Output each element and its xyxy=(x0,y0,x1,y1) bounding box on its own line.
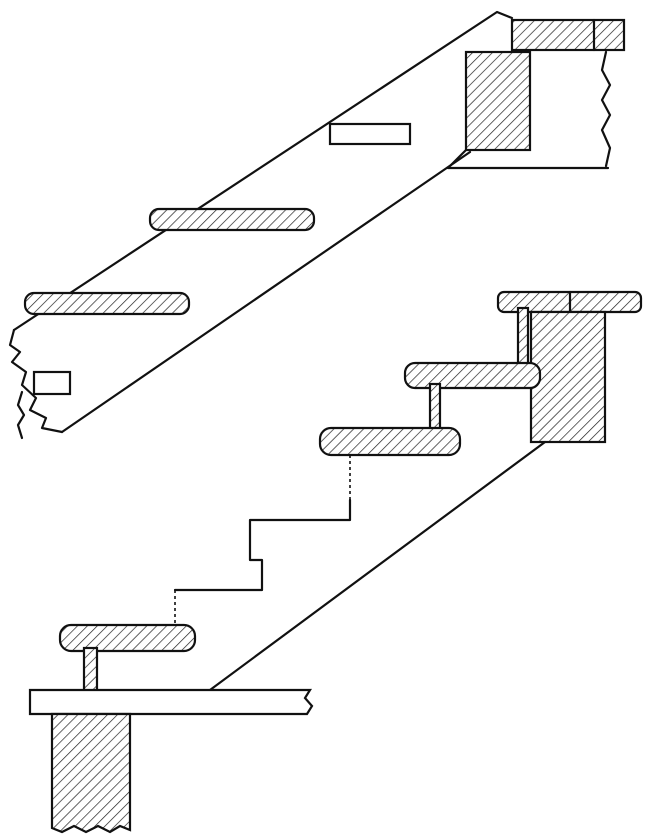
tread-upper xyxy=(403,361,542,390)
tread-middle xyxy=(148,207,316,232)
upper-stair-section xyxy=(8,10,626,440)
floor-board xyxy=(28,688,314,716)
header-beam xyxy=(510,18,626,52)
tread-lower xyxy=(23,291,191,316)
break-line-left xyxy=(16,390,26,440)
landing-block xyxy=(529,310,607,444)
stringer-cut-profile xyxy=(173,498,352,592)
tread-cut xyxy=(32,370,72,396)
stringer-broken-end xyxy=(8,328,64,434)
stringer-top-edge xyxy=(12,10,514,332)
stringer-bottom-edge xyxy=(60,150,472,434)
floor-wavy-edge xyxy=(600,50,612,168)
riser-upper xyxy=(516,306,530,372)
tread-top xyxy=(328,122,412,146)
floor-post xyxy=(50,712,132,834)
ceiling-join xyxy=(446,148,468,170)
tread-middle-lower xyxy=(318,426,462,457)
stringer-bottom-line xyxy=(208,440,547,692)
tread-bottom xyxy=(58,623,197,653)
lower-stair-section xyxy=(28,290,643,834)
header-block xyxy=(464,50,532,152)
